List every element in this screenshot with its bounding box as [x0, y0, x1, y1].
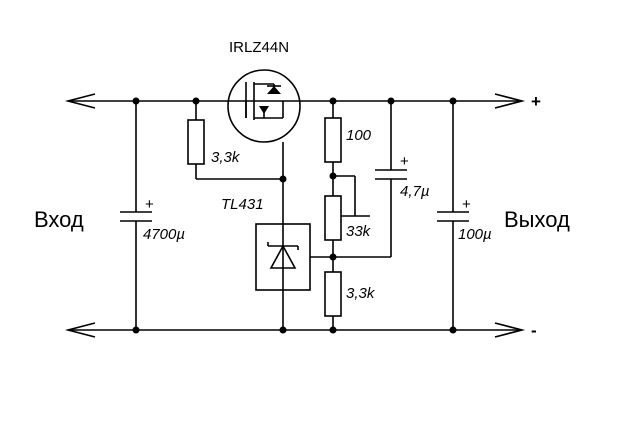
feedback-capacitor	[333, 101, 407, 258]
output-label: Выход	[504, 207, 570, 232]
gate-resistor-value: 3,3k	[211, 149, 241, 166]
input-cap-value: 4700µ	[143, 226, 185, 243]
feedback-cap-plus: +	[400, 153, 409, 170]
top-resistor	[324, 101, 342, 196]
input-capacitor	[120, 101, 152, 330]
input-label: Вход	[34, 207, 84, 232]
positive-rail	[64, 93, 526, 109]
output-cap-plus: +	[462, 196, 471, 213]
bottom-resistor	[324, 271, 342, 330]
output-capacitor	[437, 101, 469, 330]
trim-resistor-value: 33k	[346, 223, 372, 240]
feedback-cap-value: 4,7µ	[400, 183, 430, 200]
plus-terminal: +	[531, 92, 541, 111]
negative-rail	[64, 322, 526, 338]
bottom-resistor-value: 3,3k	[346, 285, 376, 302]
regulator-label: TL431	[221, 196, 264, 213]
transistor-label: IRLZ44N	[229, 39, 289, 56]
gate-resistor	[187, 101, 283, 180]
top-resistor-value: 100	[346, 127, 372, 144]
mosfet-symbol	[227, 69, 301, 143]
input-cap-plus: +	[145, 196, 154, 213]
junction-dots	[132, 97, 457, 334]
tl431-symbol	[255, 223, 333, 330]
output-cap-value: 100µ	[458, 226, 492, 243]
minus-terminal: -	[531, 321, 537, 340]
